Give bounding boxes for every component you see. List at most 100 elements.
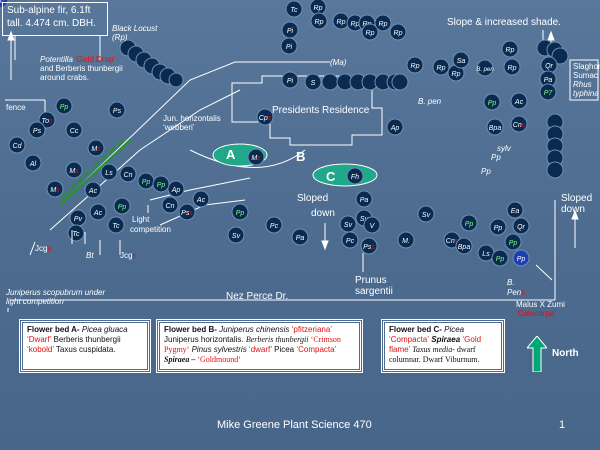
plant-circle xyxy=(107,216,125,234)
plant-circle xyxy=(24,154,42,172)
path-mid xyxy=(149,177,251,201)
plant-code: Pp xyxy=(494,225,503,232)
plant-symbol: Tc xyxy=(285,0,303,18)
flower-bed-b-legend: Flower bed B- Juniperus chinensis ‘pfitz… xyxy=(156,319,363,373)
competition-label: competition xyxy=(130,225,171,234)
plant-code: Bpa xyxy=(458,244,471,251)
path-curve xyxy=(189,149,306,168)
plant-circle xyxy=(503,58,521,76)
plant-circle xyxy=(46,180,64,198)
north-label: North xyxy=(552,348,579,359)
plant-code: Ap xyxy=(171,187,181,194)
jcgs-label-1: Jcgs xyxy=(35,244,52,253)
plant-code: Fh xyxy=(351,174,359,181)
plant-circle xyxy=(8,136,26,154)
pp-label-2: Pp xyxy=(481,167,491,176)
plant-code: Sa xyxy=(457,58,466,65)
plant-symbol: Pp xyxy=(489,218,507,236)
plant-symbol: Cn xyxy=(161,196,179,214)
plant-code: Ls xyxy=(482,251,490,258)
plant-symbol: Ms xyxy=(247,148,265,166)
plant-symbol: Ac xyxy=(89,203,107,221)
plant-code: Sv xyxy=(422,212,431,219)
plant-code: Ls xyxy=(105,170,113,177)
plant-symbol: B. pen xyxy=(476,59,494,77)
rhus-label: Rhus xyxy=(573,80,592,89)
plant-code: Ps xyxy=(33,128,42,135)
plant-symbol: Rp xyxy=(374,14,392,32)
plant-symbol: Pp xyxy=(137,172,155,190)
plant-symbol: Pp xyxy=(491,249,509,267)
plant-code: Cns xyxy=(513,122,526,129)
plant-symbol: Cns xyxy=(510,115,528,133)
plant-symbol: Pa xyxy=(539,70,557,88)
jcgs-label-2: Jcgs xyxy=(120,251,137,260)
plant-symbol: Tc xyxy=(67,224,85,242)
juniperus-scopubrum-label-2: light competition xyxy=(6,297,64,306)
plant-code: Pp xyxy=(509,240,518,247)
north-arrow-icon xyxy=(527,336,547,372)
plant-symbol: Pi xyxy=(280,37,298,55)
plant-symbol: Ms xyxy=(65,161,83,179)
bed-c-letter: C xyxy=(326,169,336,184)
plant-code: Cn xyxy=(166,203,175,210)
sloped-down-right-2: down xyxy=(561,204,585,215)
plant-circle xyxy=(476,59,494,77)
plant-code: Pa xyxy=(360,197,369,204)
plant-circle xyxy=(491,249,509,267)
plant-circle xyxy=(363,216,381,234)
plant-symbol: Qr xyxy=(512,217,530,235)
plant-symbol: Rp xyxy=(432,58,450,76)
plant-code: Ms xyxy=(251,155,261,162)
plant-circle xyxy=(87,139,105,157)
plant-code: Tc xyxy=(112,223,120,230)
plant-code: Pp xyxy=(488,100,497,107)
footer-page-number: 1 xyxy=(559,419,566,431)
black-locust-cluster xyxy=(119,39,569,179)
plant-circle xyxy=(417,205,435,223)
plant-code: Ms xyxy=(69,168,79,175)
plant-circle xyxy=(113,197,131,215)
plant-symbol: Pi xyxy=(281,21,299,39)
plant-symbol: Qr xyxy=(540,56,558,74)
plant-code: Pp xyxy=(60,104,69,111)
juniperus-scopubrum-label-1: Juniperus scopubrum under xyxy=(6,288,106,297)
plant-code: Pp xyxy=(157,182,166,189)
plant-code: Rp xyxy=(437,65,446,72)
black-locust-code: (Rp) xyxy=(112,33,128,42)
plant-code: Rp xyxy=(394,30,403,37)
plant-symbol: Ps xyxy=(108,101,126,119)
plant-code: Cn xyxy=(124,172,133,179)
plant-code: Pc xyxy=(270,223,279,230)
plant-symbol: Fh xyxy=(346,167,364,185)
plant-circle xyxy=(341,231,359,249)
plant-circle xyxy=(355,190,373,208)
plant-code: Pc xyxy=(346,238,355,245)
flower-bed-c-shape xyxy=(312,163,378,187)
plant-symbol: Ls xyxy=(477,244,495,262)
plant-symbol: Pc xyxy=(265,216,283,234)
plant-circle xyxy=(89,203,107,221)
plant-code: Rp xyxy=(315,19,324,26)
plant-symbol: Pp xyxy=(504,233,522,251)
plant-circle xyxy=(486,118,504,136)
bed-a-letter: A xyxy=(226,147,236,162)
plant-code: Pi xyxy=(287,78,294,85)
plant-symbol: Pp xyxy=(55,97,73,115)
plant-code: Qr xyxy=(545,63,553,70)
plant-circle xyxy=(108,101,126,119)
plant-symbol: Cc xyxy=(65,121,83,139)
plant-code: Pa xyxy=(544,77,553,84)
prunus-label: Prunus xyxy=(355,275,387,286)
plant-symbol: Pp xyxy=(231,203,249,221)
ma-label: (Ma) xyxy=(330,58,347,67)
plant-code: Pss xyxy=(181,210,193,217)
plant-circle xyxy=(489,218,507,236)
presidents-residence-label: Presidents Residence xyxy=(272,105,370,116)
plant-code: V xyxy=(370,223,376,230)
plant-code: Rp xyxy=(506,47,515,54)
sloped-down-right-1: Sloped xyxy=(561,193,593,204)
plant-code: Cc xyxy=(70,128,79,135)
plant-symbol xyxy=(321,73,339,91)
